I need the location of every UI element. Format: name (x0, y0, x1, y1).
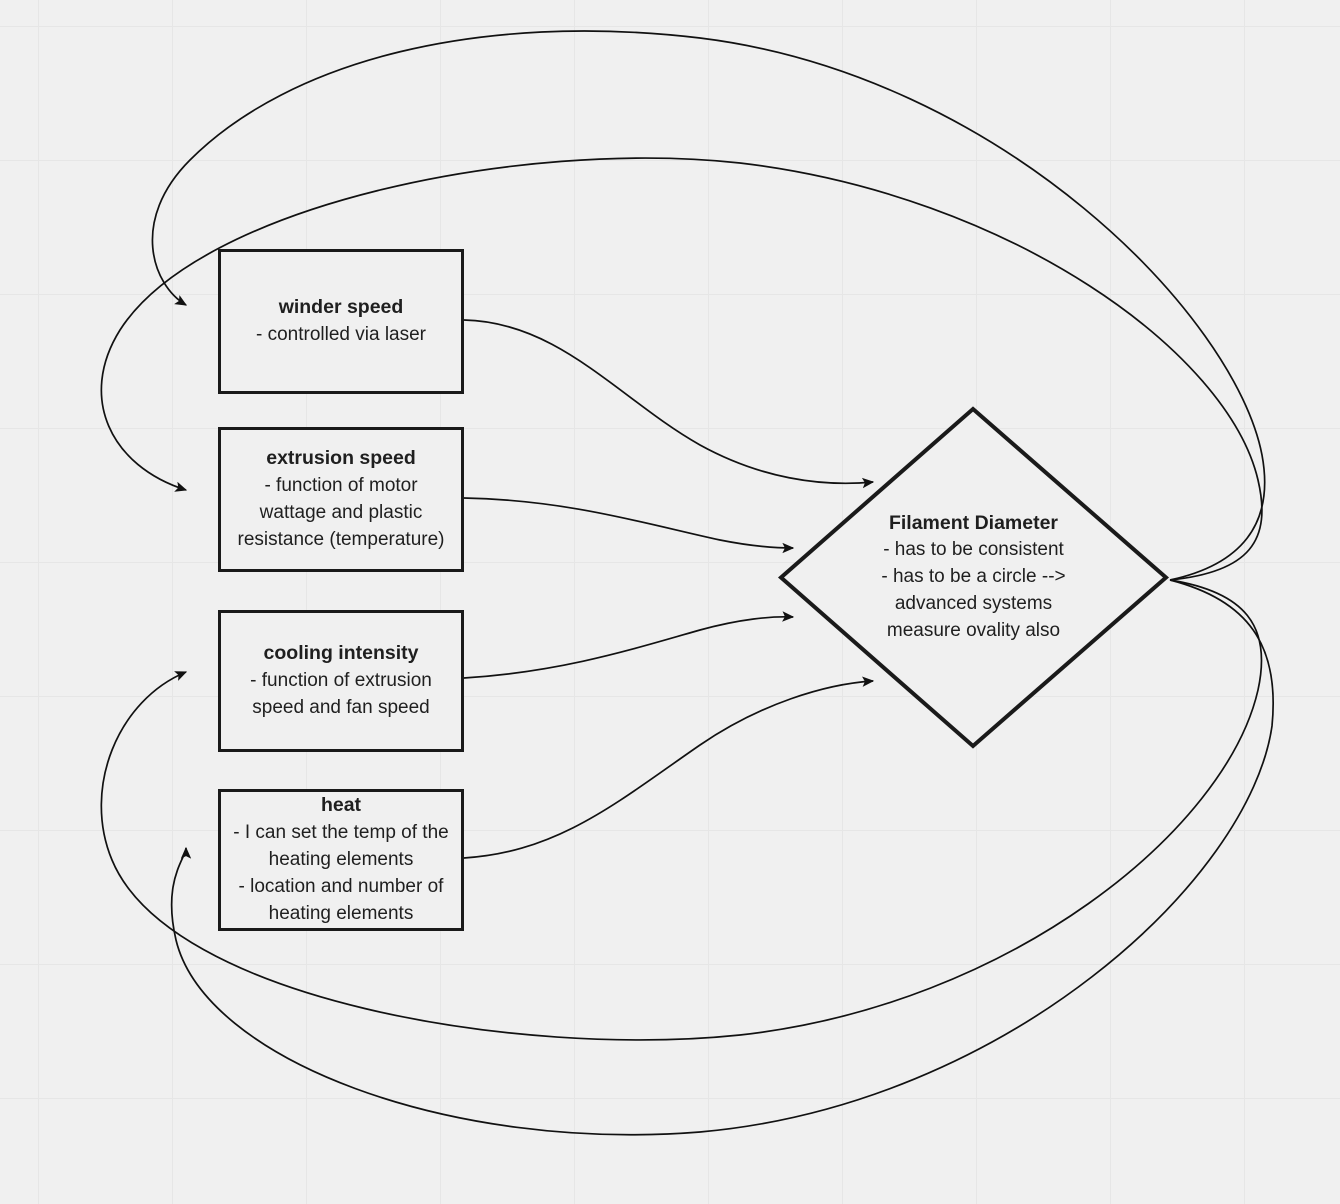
node-heat[interactable]: heat - I can set the temp of the heating… (218, 789, 464, 931)
node-heat-title: heat (320, 794, 362, 817)
node-cooling-intensity-title: cooling intensity (263, 642, 419, 665)
node-extrusion-speed[interactable]: extrusion speed - function of motor watt… (218, 427, 464, 572)
node-extrusion-speed-title: extrusion speed (266, 447, 416, 470)
node-winder-speed[interactable]: winder speed - controlled via laser (218, 249, 464, 394)
diamond-shape-icon (777, 406, 1170, 749)
node-winder-speed-body: - controlled via laser (255, 323, 427, 345)
node-filament-diameter[interactable]: Filament Diameter - has to be consistent… (777, 405, 1170, 750)
edge-cooling-to-diameter (463, 611, 795, 679)
node-winder-speed-title: winder speed (278, 296, 404, 319)
edge-extrusion-to-diameter (463, 497, 795, 554)
node-heat-body: - I can set the temp of the heating elem… (233, 821, 449, 924)
node-cooling-intensity-body: - function of extrusion speed and fan sp… (250, 669, 432, 718)
node-filament-diameter-label: Filament Diameter - has to be consistent… (777, 405, 1170, 750)
node-filament-diameter-body: - has to be consistent - has to be a cir… (881, 539, 1066, 642)
node-extrusion-speed-body: - function of motor wattage and plastic … (237, 474, 445, 550)
node-filament-diameter-title: Filament Diameter (888, 511, 1059, 534)
node-cooling-intensity[interactable]: cooling intensity - function of extrusio… (218, 610, 464, 752)
